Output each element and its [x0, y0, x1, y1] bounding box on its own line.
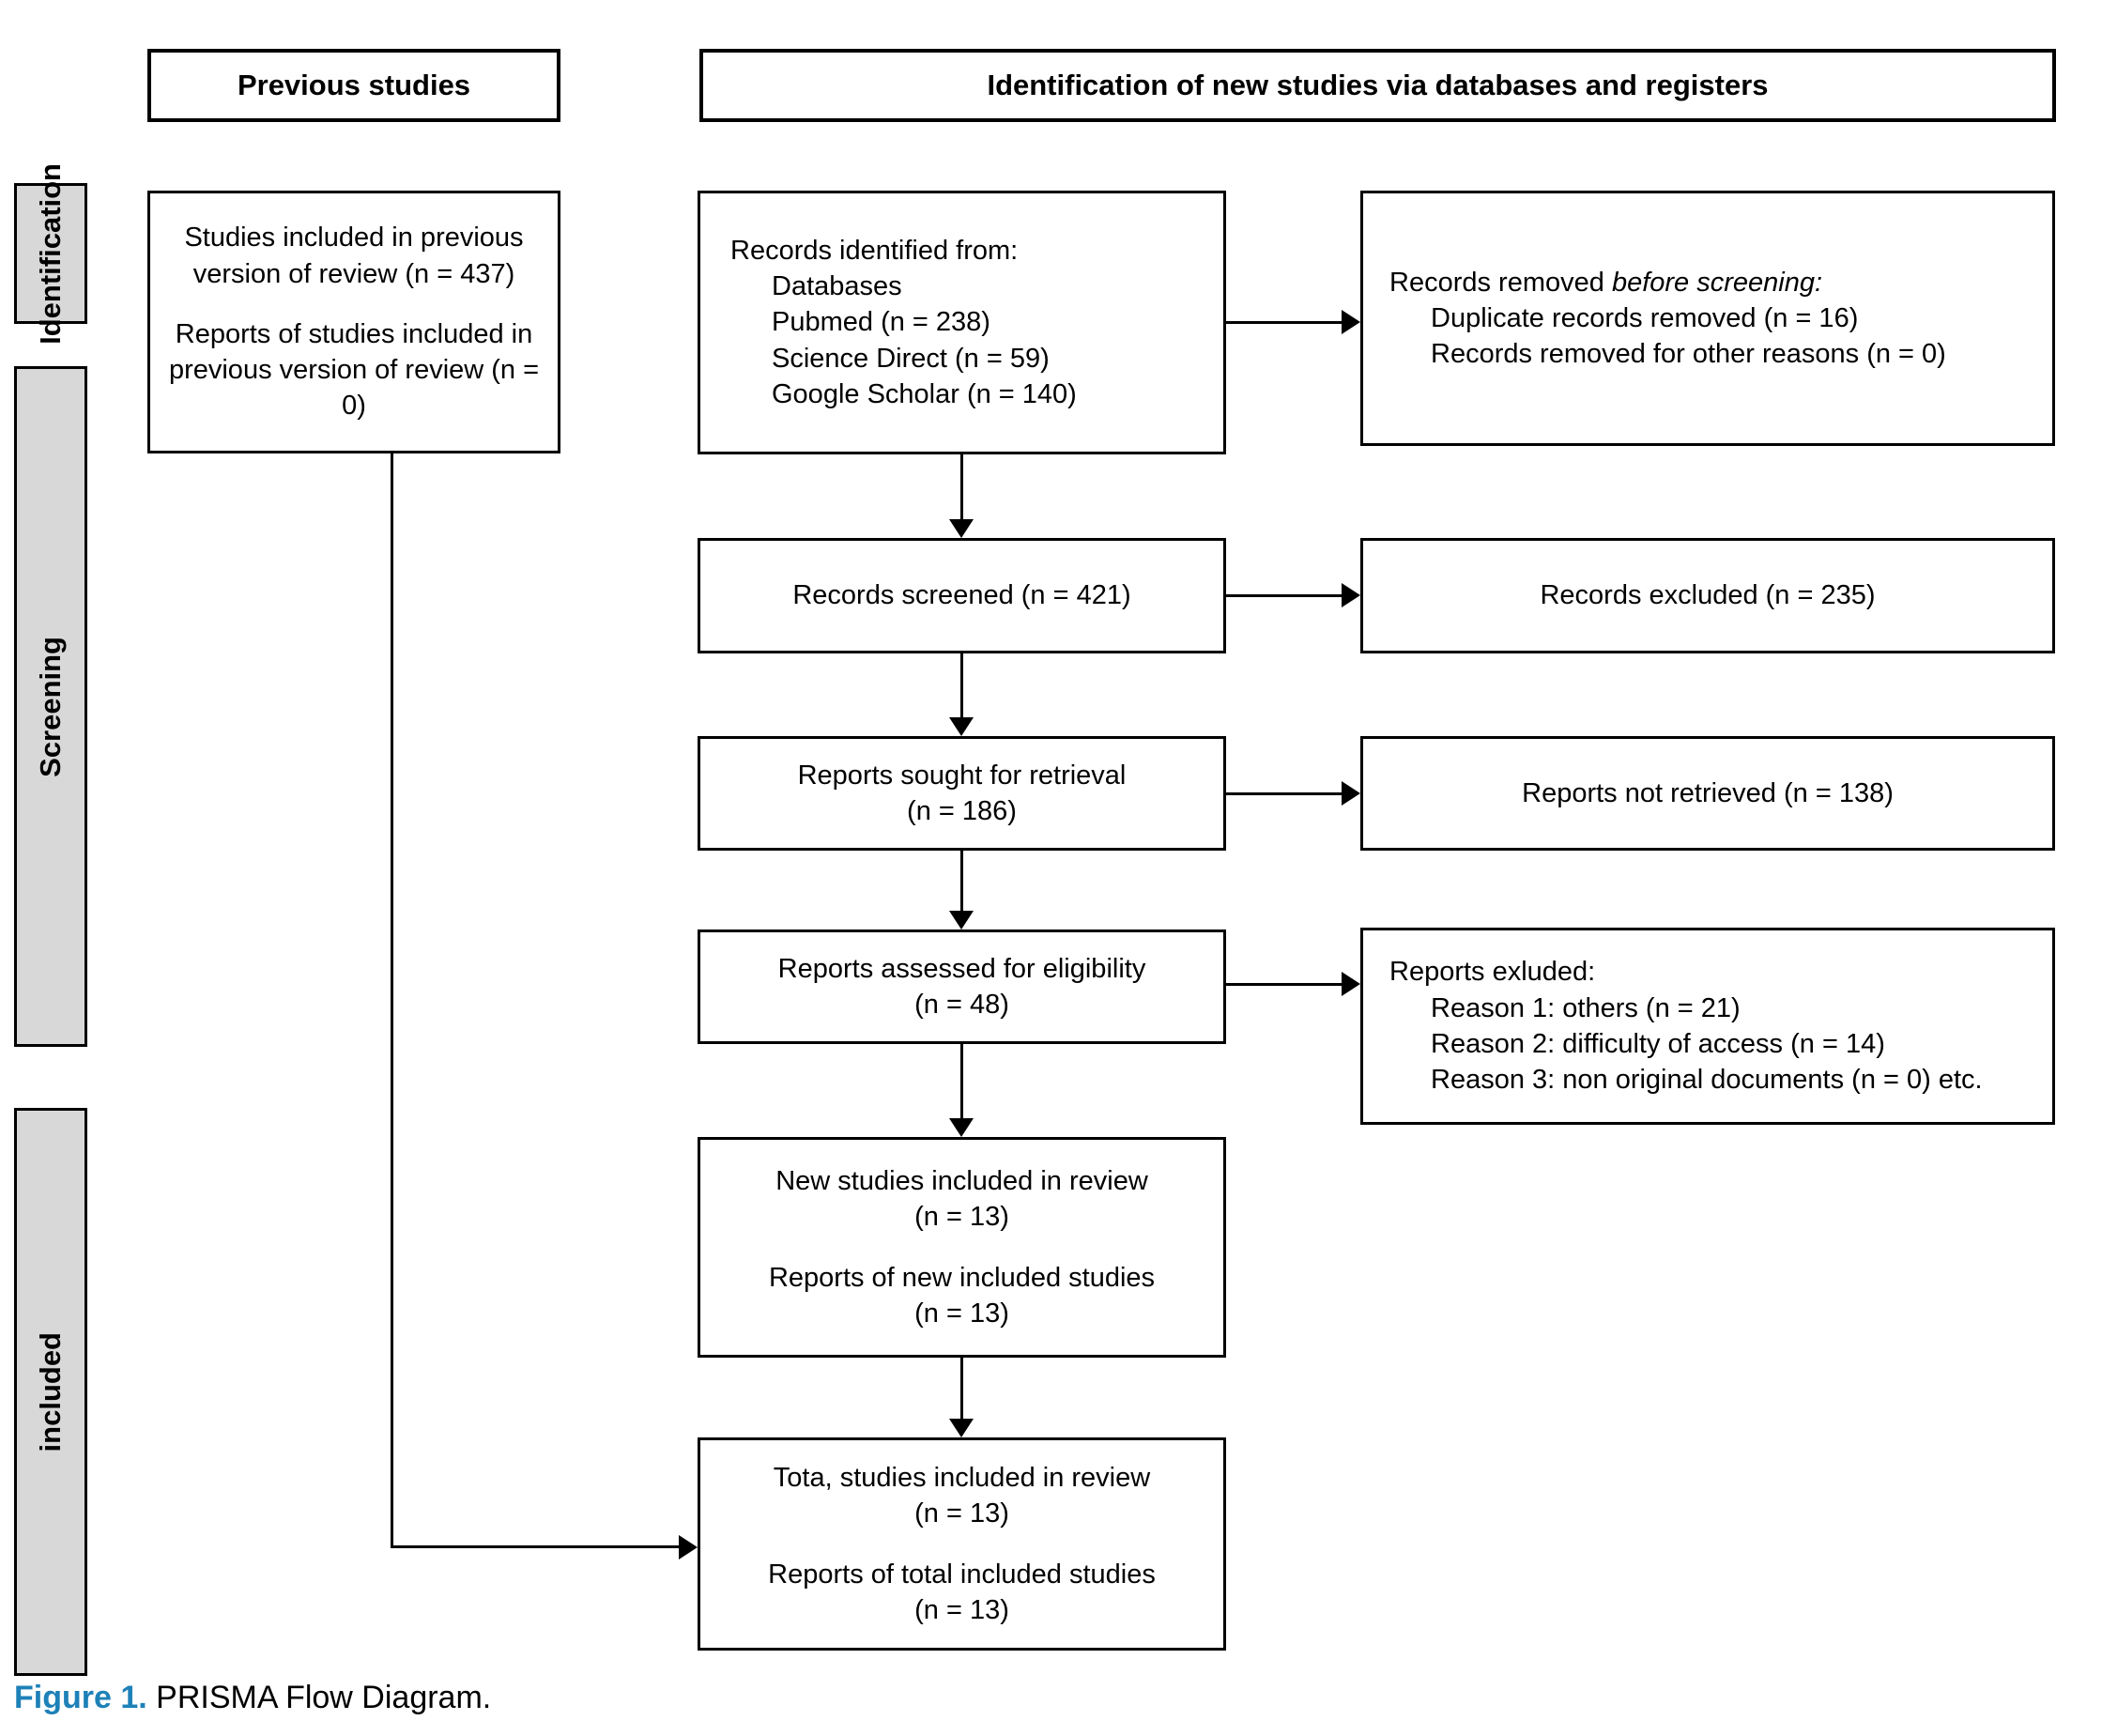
reports-excluded-item: Reason 2: difficulty of access (n = 14) — [1431, 1029, 1885, 1059]
connector-line — [1226, 983, 1342, 986]
arrow-down-icon — [949, 1118, 974, 1137]
connector-line — [1226, 792, 1342, 795]
new-studies-line2: (n = 13) — [914, 1202, 1009, 1233]
stage-label-included: included — [34, 1331, 67, 1452]
connector-line — [1226, 594, 1342, 597]
box-reports-sought: Reports sought for retrieval (n = 186) — [698, 736, 1226, 851]
records-removed-item: Duplicate records removed (n = 16) — [1431, 302, 1859, 333]
records-excluded-text: Records excluded (n = 235) — [1540, 580, 1876, 611]
records-identified-title: Records identified from: — [730, 235, 1019, 266]
total-studies-line2: (n = 13) — [914, 1498, 1009, 1529]
reports-sought-line1: Reports sought for retrieval — [797, 760, 1127, 791]
reports-excluded-item: Reason 3: non original documents (n = 0)… — [1431, 1065, 1983, 1096]
total-studies-line3: Reports of total included studies — [768, 1559, 1156, 1590]
box-previous-studies: Studies included in previous version of … — [147, 191, 560, 453]
records-screened-text: Records screened (n = 421) — [792, 580, 1131, 611]
records-removed-title: Records removed before screening: — [1389, 265, 1822, 300]
arrow-down-icon — [949, 1419, 974, 1437]
arrow-right-icon — [1342, 310, 1360, 334]
reports-not-retrieved-text: Reports not retrieved (n = 138) — [1522, 777, 1894, 808]
previous-studies-text-2: Reports of studies included in previous … — [168, 318, 540, 422]
stage-bar-included: included — [14, 1108, 87, 1676]
box-records-screened: Records screened (n = 421) — [698, 538, 1226, 653]
total-studies-line1: Tota, studies included in review — [773, 1462, 1151, 1493]
records-identified-item: Science Direct (n = 59) — [772, 343, 1050, 374]
box-records-excluded: Records excluded (n = 235) — [1360, 538, 2055, 653]
connector-line — [960, 851, 963, 911]
connector-line — [1226, 321, 1342, 324]
box-records-removed: Records removed before screening: Duplic… — [1360, 191, 2055, 446]
records-identified-item: Databases — [772, 271, 902, 302]
figure-caption: Figure 1. PRISMA Flow Diagram. — [14, 1679, 491, 1717]
records-identified-item: Pubmed (n = 238) — [772, 307, 990, 338]
reports-assessed-line2: (n = 48) — [914, 990, 1009, 1020]
arrow-down-icon — [949, 911, 974, 929]
arrow-right-icon — [1342, 781, 1360, 806]
stage-label-identification: Identification — [34, 162, 67, 345]
box-total-studies: Tota, studies included in review (n = 13… — [698, 1437, 1226, 1651]
header-new-studies: Identification of new studies via databa… — [699, 49, 2056, 122]
connector-line — [960, 1358, 963, 1419]
box-new-studies: New studies included in review (n = 13) … — [698, 1137, 1226, 1358]
new-studies-line4: (n = 13) — [914, 1298, 1009, 1329]
reports-excluded-title: Reports exluded: — [1389, 957, 1596, 988]
connector-line — [391, 453, 393, 1548]
reports-sought-line2: (n = 186) — [907, 796, 1017, 826]
arrow-right-icon — [1342, 583, 1360, 607]
connector-line — [960, 1044, 963, 1118]
connector-line — [391, 1545, 679, 1548]
arrow-right-icon — [679, 1535, 698, 1559]
records-removed-title-italic: before screening: — [1611, 267, 1823, 298]
reports-excluded-item: Reason 1: others (n = 21) — [1431, 992, 1741, 1023]
box-reports-assessed: Reports assessed for eligibility (n = 48… — [698, 929, 1226, 1044]
box-reports-excluded: Reports exluded: Reason 1: others (n = 2… — [1360, 928, 2055, 1125]
connector-line — [960, 454, 963, 520]
connector-line — [960, 653, 963, 717]
stage-label-screening: Screening — [34, 636, 67, 777]
new-studies-line1: New studies included in review — [775, 1165, 1148, 1196]
reports-assessed-line1: Reports assessed for eligibility — [777, 953, 1146, 984]
box-reports-not-retrieved: Reports not retrieved (n = 138) — [1360, 736, 2055, 851]
arrow-down-icon — [949, 519, 974, 538]
box-records-identified: Records identified from: Databases Pubme… — [698, 191, 1226, 454]
previous-studies-text-1: Studies included in previous version of … — [184, 223, 524, 289]
header-new-studies-label: Identification of new studies via databa… — [987, 69, 1769, 101]
header-previous-studies-label: Previous studies — [237, 69, 471, 101]
records-removed-item: Records removed for other reasons (n = 0… — [1431, 339, 1946, 370]
arrow-down-icon — [949, 717, 974, 736]
stage-bar-screening: Screening — [14, 366, 87, 1047]
arrow-right-icon — [1342, 972, 1360, 996]
header-previous-studies: Previous studies — [147, 49, 560, 122]
new-studies-line3: Reports of new included studies — [768, 1262, 1156, 1293]
records-removed-title-normal: Records removed — [1389, 267, 1612, 298]
figure-caption-number: Figure 1. — [14, 1680, 147, 1715]
total-studies-line4: (n = 13) — [914, 1594, 1009, 1625]
stage-bar-identification: Identification — [14, 163, 87, 344]
records-identified-item: Google Scholar (n = 140) — [772, 378, 1077, 409]
figure-caption-text: PRISMA Flow Diagram. — [146, 1680, 492, 1715]
